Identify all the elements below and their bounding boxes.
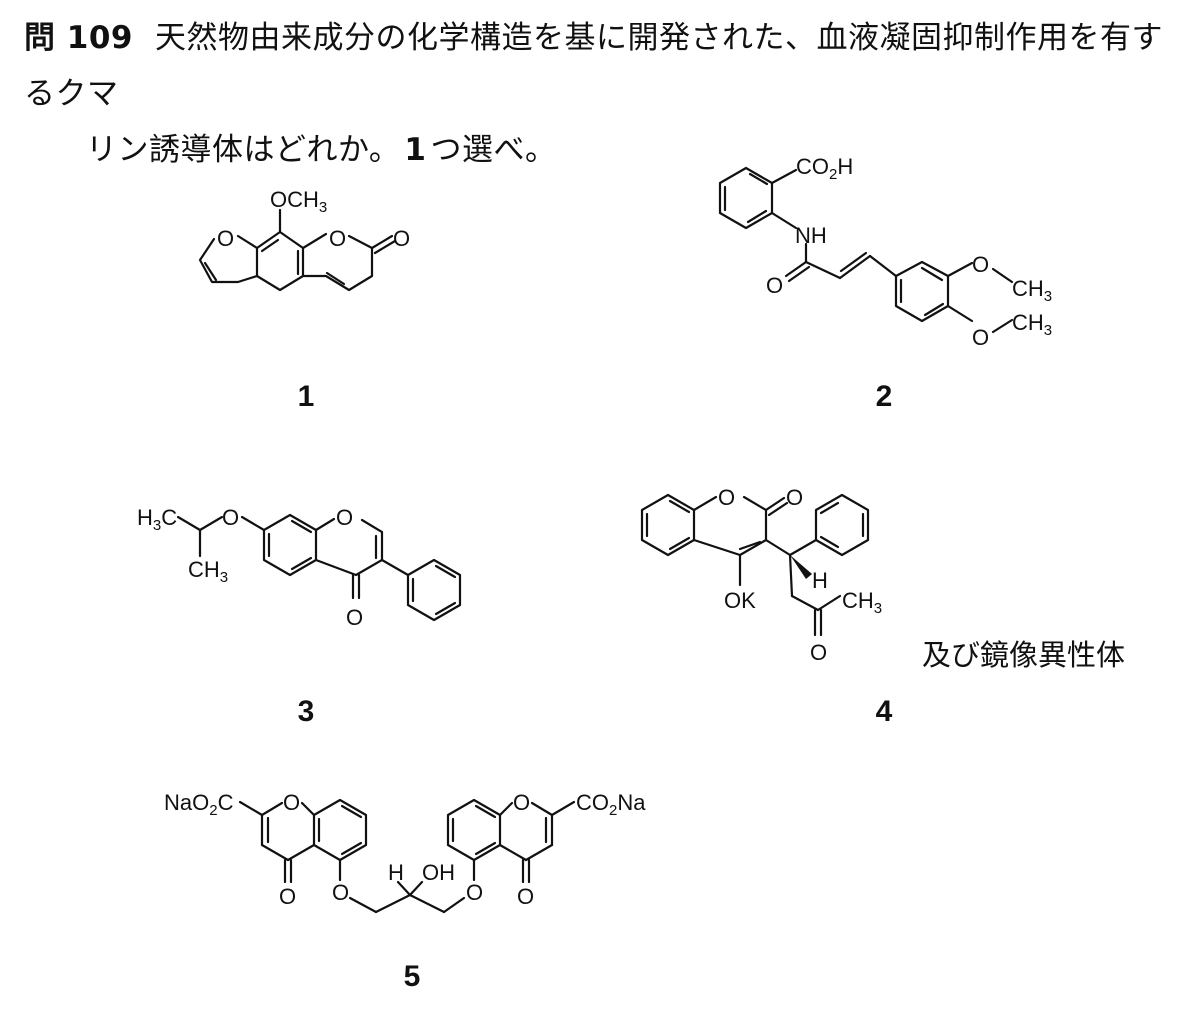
question-number: 問 109 [24, 20, 134, 56]
structure-4-atom-ok: OK [724, 588, 756, 613]
structure-2: CO2H NH O O CH3 O CH3 [718, 154, 1052, 350]
structure-1: OCH3 O O O [198, 187, 410, 292]
structure-5-atom-left-carbonyl-o: O [279, 884, 296, 909]
structure-2-atom-ome2-ch3: CH3 [1012, 310, 1052, 339]
structure-5-atom-right-ether-o: O [466, 880, 483, 905]
structure-3-bonds [176, 513, 462, 622]
structure-5-atom-right-carbonyl-o: O [517, 884, 534, 909]
structure-5-atom-right-acid: CO2Na [576, 790, 646, 819]
structure-3-atom-ring-o: O [336, 505, 353, 530]
structure-3-atom-carbonyl-o: O [346, 605, 363, 630]
question-body-line-1: 天然物由来成分の化学構造を基に開発された、血液凝固抑制作用を有するクマ [24, 20, 1164, 112]
structure-5-atom-left-ether-o: O [332, 880, 349, 905]
structure-4-atom-ring-o: O [718, 485, 735, 510]
structure-2-atom-ome2-o: O [972, 325, 989, 350]
structure-1-atom-ring-o2: O [329, 226, 346, 251]
structure-3-atom-ether-o: O [222, 505, 239, 530]
structure-2-atom-ome1-ch3: CH3 [1012, 276, 1052, 305]
structure-2-atom-acid: CO2H [796, 154, 853, 183]
structure-4-atom-ketone-ch3: CH3 [842, 588, 882, 617]
structure-4-enantiomer-note: 及び鏡像異性体 [922, 638, 1126, 672]
structure-1-atom-carbonyl-o: O [393, 226, 410, 251]
choice-label-3: 3 [297, 695, 315, 728]
structure-4-atom-carbonyl-o: O [786, 485, 803, 510]
structure-5: NaO2C CO2Na O O O O O O H OH [164, 790, 646, 914]
structure-1-bonds [198, 208, 397, 292]
question-body-line-2a: リン誘導体はどれか。 [86, 132, 401, 168]
structure-5-atom-right-ring-o: O [513, 790, 530, 815]
structure-5-atom-left-ring-o: O [283, 790, 300, 815]
structure-2-bonds [718, 166, 1014, 334]
structure-4-atom-ketone-o: O [810, 640, 827, 665]
structure-4-bonds [640, 493, 870, 637]
choice-label-1: 1 [297, 380, 315, 413]
structure-1-atom-methoxy: OCH3 [270, 187, 327, 216]
choice-label-4: 4 [875, 695, 893, 728]
structure-4-hash-bond [790, 555, 812, 579]
structure-4-atom-h: H [812, 568, 828, 593]
structure-4: O O OK H CH3 O [640, 485, 882, 665]
structure-3-atom-h3c: H3C [137, 505, 177, 534]
select-count: 1 [404, 132, 427, 168]
structure-5-atom-left-acid: NaO2C [164, 790, 234, 819]
structure-5-atom-h: H [388, 860, 404, 885]
structure-5-atom-oh: OH [422, 860, 455, 885]
structure-1-atom-ring-o1: O [217, 226, 234, 251]
structure-2-atom-carbonyl-o: O [766, 273, 783, 298]
structure-3: H3C O CH3 O O [137, 505, 462, 630]
question-body-line-2b: つ選べ。 [430, 132, 557, 168]
structure-5-bonds [238, 798, 576, 914]
choice-label-2: 2 [875, 380, 893, 413]
structure-3-atom-ch3: CH3 [188, 557, 228, 586]
structure-2-atom-ome1-o: O [972, 252, 989, 277]
structure-2-atom-amine: NH [795, 223, 827, 248]
choice-label-5: 5 [403, 960, 421, 993]
